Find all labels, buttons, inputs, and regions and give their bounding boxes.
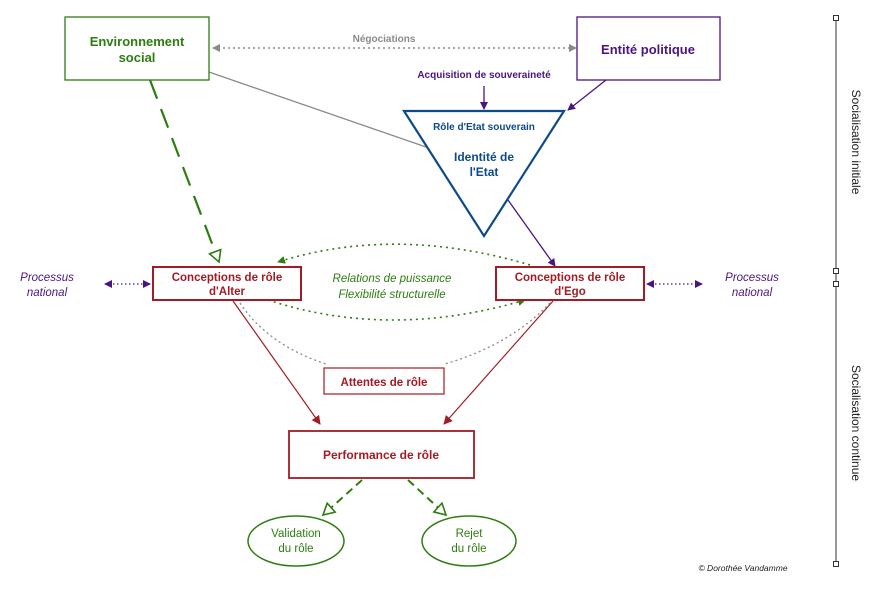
rejet-line1: Rejet [456, 528, 484, 540]
env-to-alter-arrow [148, 79, 219, 262]
node-attentes-role: Attentes de rôle [323, 367, 445, 395]
node-conceptions-alter: Conceptions de rôle d'Alter [152, 266, 302, 301]
role-etat-souverain-label: Rôle d'Etat souverain [433, 122, 535, 133]
processus-right-line1: Processus [725, 272, 779, 284]
flexibilite-label: Flexibilité structurelle [338, 289, 445, 301]
performance-label: Performance de rôle [323, 448, 439, 462]
alter-line1: Conceptions de rôle [172, 272, 283, 284]
alter-line2: d'Alter [209, 286, 245, 298]
ego-to-attentes-dotted [444, 302, 551, 365]
identite-etat-line2: l'Etat [470, 165, 499, 179]
socialisation-initiale-label: Socialisation initiale [849, 90, 863, 195]
processus-left-line1: Processus [20, 272, 74, 284]
node-conceptions-ego: Conceptions de rôle d'Ego [495, 266, 645, 301]
env-social-line1: Environnement [90, 34, 185, 49]
env-social-line2: social [119, 50, 156, 65]
top-arc-ego-to-alter [277, 243, 531, 266]
node-validation-role: Validation du rôle [247, 515, 345, 567]
socialisation-continue-label: Socialisation continue [849, 365, 863, 481]
rejet-line2: du rôle [451, 543, 486, 555]
ego-line2: d'Ego [554, 286, 585, 298]
attentes-label: Attentes de rôle [341, 377, 428, 389]
env-to-identite-arrow [208, 71, 453, 158]
alter-to-performance-arrow [232, 300, 321, 425]
entite-to-identite-arrow [567, 79, 607, 111]
negociations-label: Négociations [353, 34, 416, 45]
identite-etat-line1: Identité de [454, 150, 514, 164]
validation-line2: du rôle [278, 543, 313, 555]
alter-to-attentes-dotted [239, 302, 327, 365]
node-performance-role: Performance de rôle [288, 430, 475, 479]
performance-to-validation-arrow [323, 479, 363, 515]
node-rejet-role: Rejet du rôle [421, 515, 517, 567]
ego-line1: Conceptions de rôle [515, 272, 626, 284]
processus-left-line2: national [27, 287, 68, 299]
socialisation-bracket [833, 15, 839, 567]
acquisition-label: Acquisition de souveraineté [417, 70, 551, 81]
node-identite-etat: Rôle d'Etat souverain Identité de l'Etat [401, 109, 567, 239]
copyright-label: © Dorothée Vandamme [698, 563, 787, 573]
relations-puissance-label: Relations de puissance [333, 273, 452, 285]
processus-right-line2: national [732, 287, 773, 299]
identite-to-ego-arrow [507, 199, 556, 267]
performance-to-rejet-arrow [407, 479, 446, 515]
validation-line1: Validation [271, 528, 321, 540]
entite-politique-label: Entité politique [601, 42, 695, 57]
node-environnement-social: Environnement social [64, 16, 210, 81]
ego-to-performance-arrow [443, 300, 554, 425]
bottom-arc-alter-to-ego [267, 298, 526, 321]
node-entite-politique: Entité politique [576, 16, 721, 81]
